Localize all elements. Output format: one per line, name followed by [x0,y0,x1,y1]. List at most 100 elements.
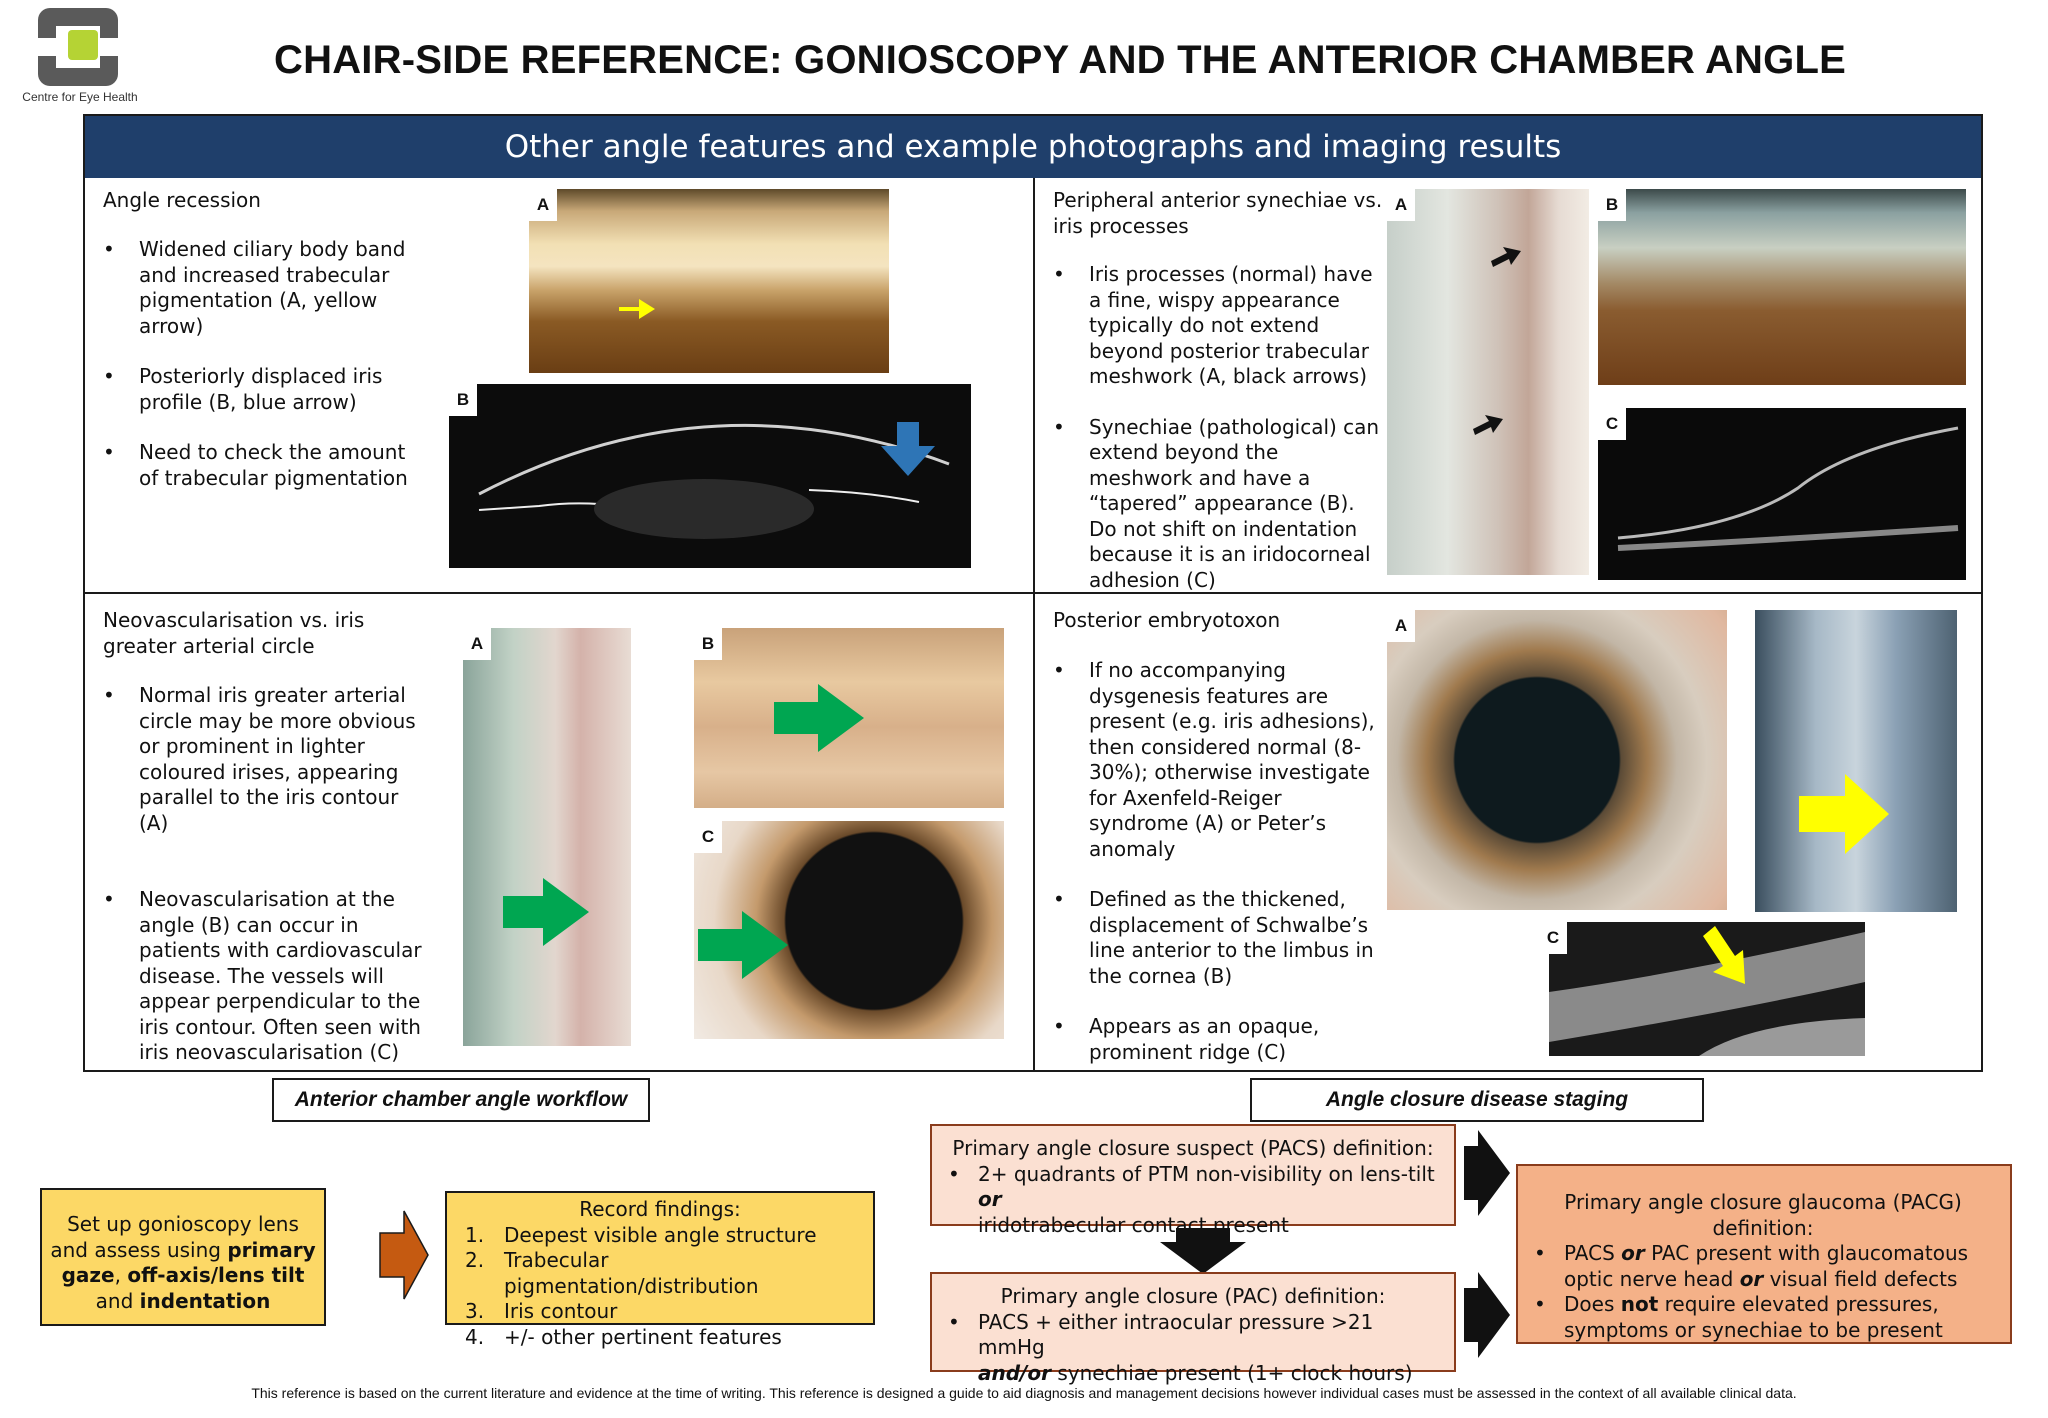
down-arrow-icon [1160,1228,1246,1274]
pacs-emphasis: or [978,1187,1002,1211]
bullet: Iris processes (normal) have a fine, wis… [1053,262,1383,390]
pacs-title: Primary angle closure suspect (PACS) def… [952,1136,1434,1160]
panel-divider-vertical [1033,178,1035,1072]
panel-divider-horizontal [85,592,1981,594]
pas-bullets: Iris processes (normal) have a fine, wis… [1053,262,1383,593]
list-item: 4.+/- other pertinent features [457,1325,863,1351]
photo-label: C [694,821,722,853]
photo-label: B [694,628,722,660]
panel-banner: Other angle features and example photogr… [85,116,1981,178]
pac-title: Primary angle closure (PAC) definition: [1000,1284,1386,1308]
angle-recession-bullets: Widened ciliary body band and increased … [103,237,423,491]
blue-arrow-icon [881,422,935,476]
setup-bold: indentation [139,1288,271,1313]
neovasc-photo-c: C [694,821,1004,1039]
bullet: Normal iris greater arterial circle may … [103,683,423,836]
pacs-text: 2+ quadrants of PTM non-visibility on le… [978,1161,1435,1186]
bullet: Defined as the thickened, displacement o… [1053,887,1383,989]
list-number: 2. [465,1248,485,1272]
record-findings-box: Record findings: 1. Deepest visible angle… [445,1191,875,1349]
list-text: Iris contour [504,1299,618,1323]
pacg-text: PACS [1564,1241,1622,1265]
pas-photo-b: B [1598,189,1966,385]
neovasc-bullets: Normal iris greater arterial circle may … [103,683,423,1066]
oct-scan-image [1617,426,1959,551]
workflow-heading: Anterior chamber angle workflow [272,1078,650,1122]
pacs-bullet: •2+ quadrants of PTM non-visibility on l… [948,1161,1435,1237]
setup-text: Set up gonioscopy lens and assess using [50,1212,299,1262]
pacg-bullet: •PACS or PAC present with glaucomatous o… [1534,1241,1969,1291]
list-text: Deepest visible angle structure [504,1222,817,1247]
photo-label: C [1539,922,1567,954]
list-text: +/- other pertinent features [504,1324,782,1349]
green-arrow-icon [774,684,864,752]
pacg-strong: not [1620,1292,1659,1316]
pac-bullet: •PACS + either intraocular pressure >21 … [948,1309,1413,1385]
bullet: Need to check the amount of trabecular p… [103,440,423,491]
list-item: 1. Deepest visible angle structure [457,1223,863,1249]
footnote: This reference is based on the current l… [251,1385,1797,1401]
yellow-arrow-icon [1799,774,1889,854]
pac-emphasis: and/or [978,1360,1051,1385]
embryotoxon-photo-a: A [1387,610,1727,910]
setup-text: , [114,1263,128,1287]
neovasc-title: Neovascularisation vs. iris greater arte… [103,608,365,658]
angle-features-panel: Other angle features and example photogr… [83,114,1983,1072]
photo-label: B [449,384,477,416]
pacg-text: visual field defects [1763,1266,1958,1291]
angle-recession-title: Angle recession [103,188,261,212]
black-arrow-icon [1473,247,1521,435]
pas-title: Peripheral anterior synechiae vs. iris p… [1053,188,1383,238]
bullet: Synechiae (pathological) can extend beyo… [1053,415,1383,594]
embryotoxon-photo-b [1755,610,1957,912]
yellow-arrow-icon [1703,926,1745,984]
list-text: Trabecular pigmentation/distribution [504,1248,759,1298]
photo-label: A [1387,610,1415,642]
pac-text: synechiae present (1+ clock hours) [1050,1360,1413,1385]
logo-text: Centre for Eye Health [22,90,138,104]
neovasc-photo-a: A [463,628,631,1046]
page-title: CHAIR-SIDE REFERENCE: GONIOSCOPY AND THE… [274,38,1846,82]
green-arrow-icon [698,911,788,979]
record-findings-title: Record findings: [579,1197,741,1221]
neovasc-photo-b: B [694,628,1004,808]
pacs-box: Primary angle closure suspect (PACS) def… [930,1124,1456,1237]
oct-scan-image [1549,932,1865,1056]
pacg-text: PAC present with glaucomatous optic nerv… [1564,1241,1969,1291]
embryotoxon-title: Posterior embryotoxon [1053,608,1281,632]
pacg-title: Primary angle closure glaucoma (PACG) de… [1564,1190,1962,1240]
right-arrow-icon [1464,1130,1510,1216]
photo-label: A [463,628,491,660]
bullet: Neovascularisation at the angle (B) can … [103,887,423,1066]
pacg-bullet: •Does not require elevated pressures, sy… [1534,1292,1943,1342]
green-arrow-icon [503,878,589,946]
pas-photo-c: C [1598,408,1966,580]
logo-mark-icon [34,8,122,86]
bullet: Posteriorly displaced iris profile (B, b… [103,364,423,415]
setup-bold: off-axis/lens tilt [127,1263,305,1287]
staging-heading: Angle closure disease staging [1250,1078,1704,1122]
list-item: 3. Iris contour [457,1299,863,1325]
bullet: Widened ciliary body band and increased … [103,237,423,339]
pacs-text: iridotrabecular contact present [978,1212,1289,1237]
pacg-emphasis: or [1739,1266,1764,1291]
pacg-emphasis: or [1621,1241,1645,1265]
record-findings-list: 1. Deepest visible angle structure 2. Trab… [457,1223,863,1351]
photo-label: B [1598,189,1626,221]
yellow-arrow-icon [619,299,655,319]
setup-box: Set up gonioscopy lens and assess using … [40,1188,326,1326]
pacg-box: Primary angle closure glaucoma (PACG) de… [1516,1164,2012,1344]
pas-photo-a: A [1387,189,1589,575]
photo-label: A [529,189,557,221]
list-number: 1. [465,1222,485,1247]
setup-bold: primary gaze [61,1237,316,1288]
pac-text: PACS + either intraocular pressure >21 m… [978,1309,1374,1360]
setup-text: and [95,1288,140,1313]
embryotoxon-bullets: If no accompanying dysgenesis features a… [1053,658,1383,1065]
list-number: 3. [465,1299,485,1323]
list-item: 2. Trabecular pigmentation/distribution [457,1248,863,1299]
angle-recession-photo-b: B [449,384,971,568]
bullet: If no accompanying dysgenesis features a… [1053,658,1383,862]
oct-scan-image [478,423,950,539]
right-arrow-icon [1464,1272,1510,1358]
